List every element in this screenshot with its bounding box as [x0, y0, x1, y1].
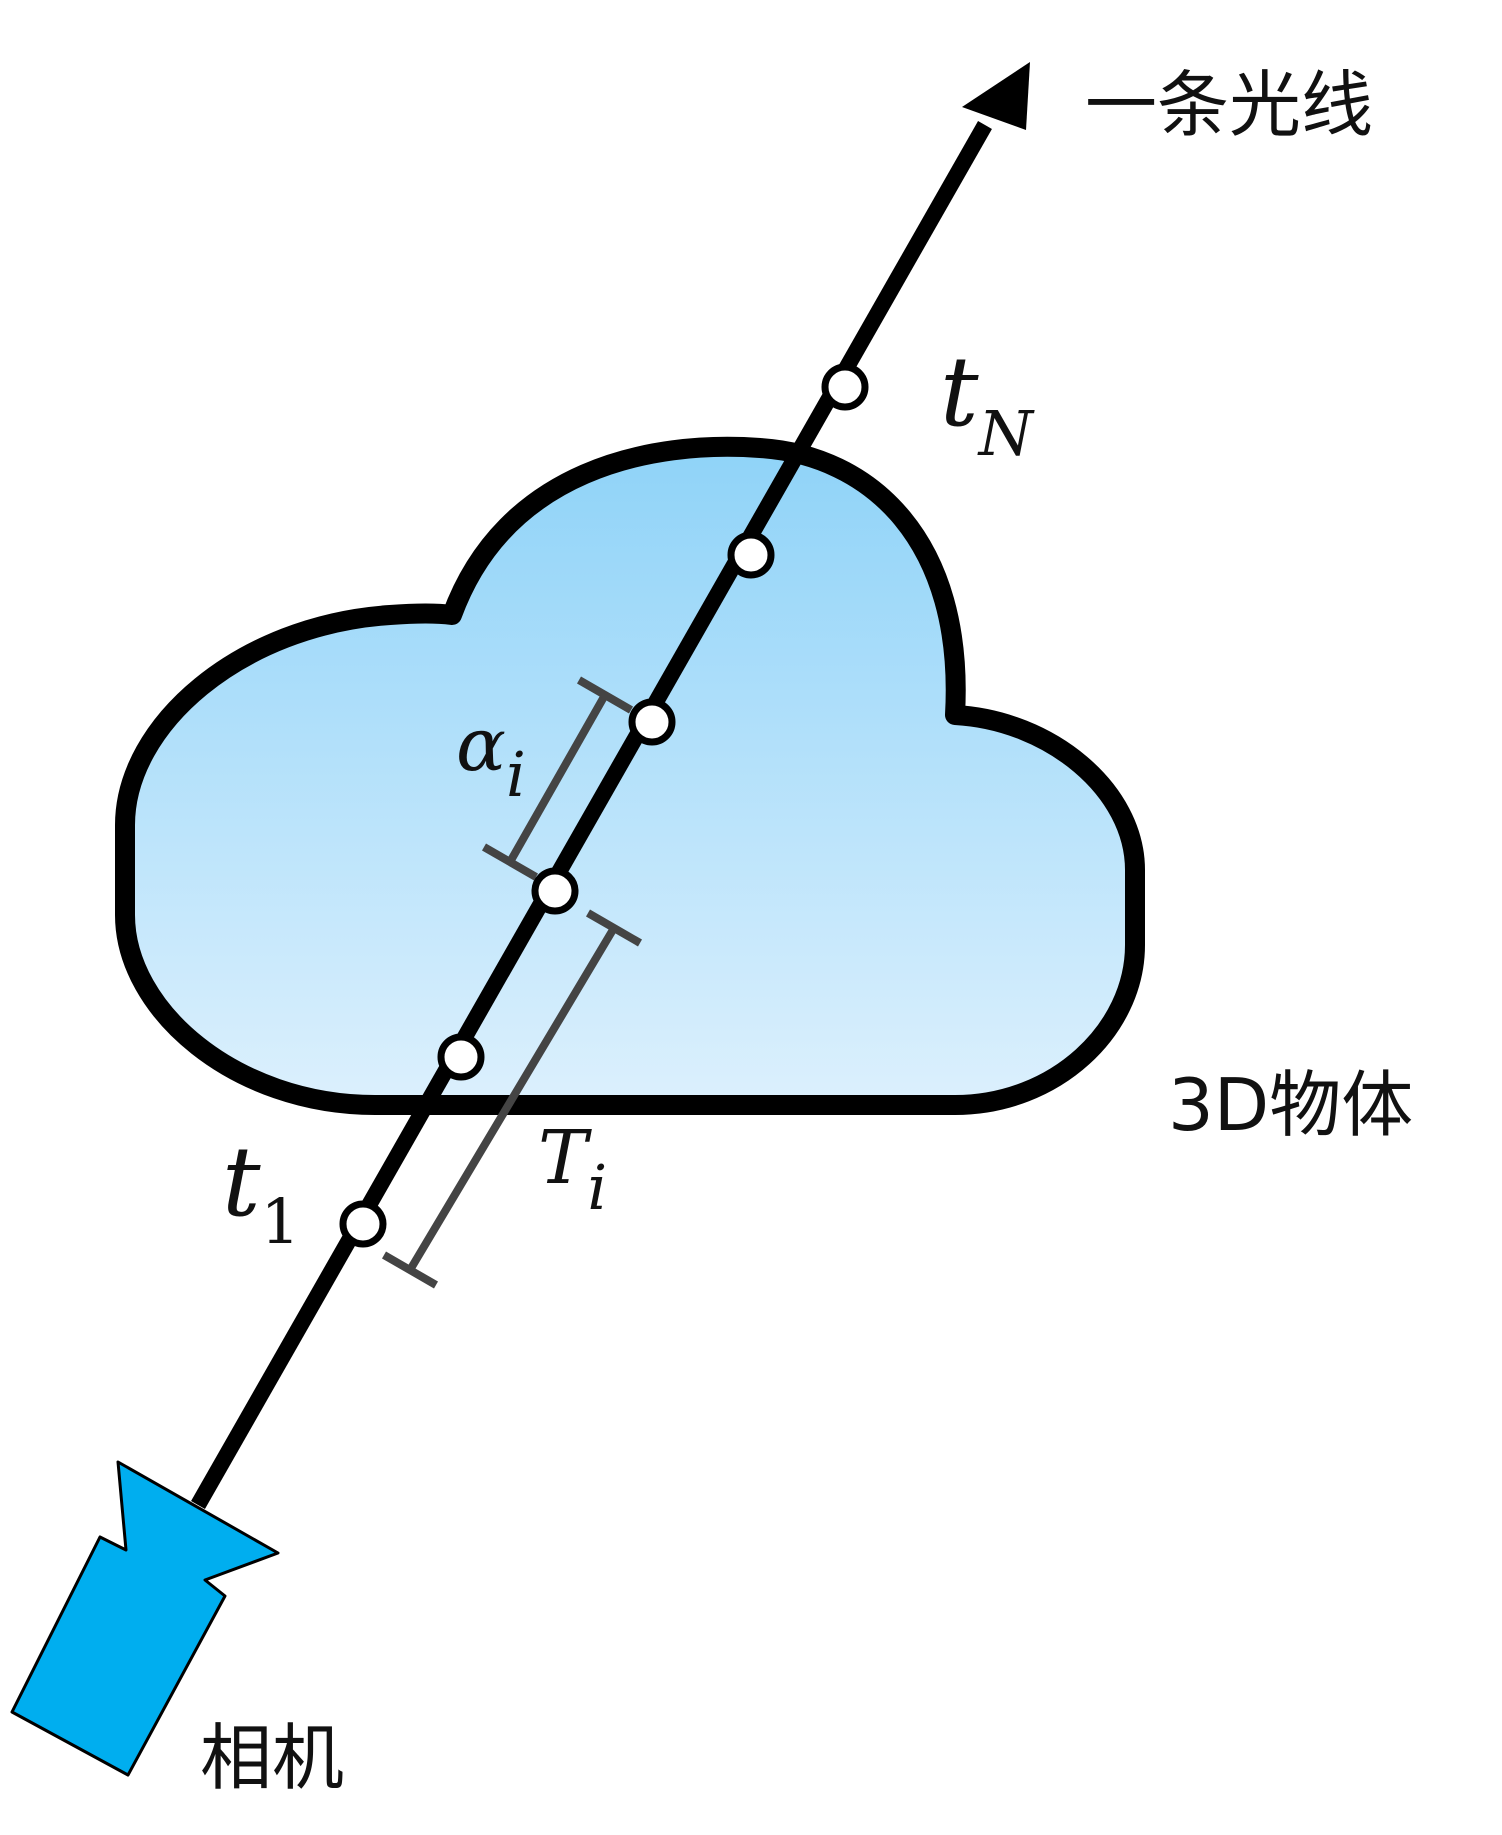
- cloud-object: [115, 436, 1145, 1115]
- ray-line: [191, 121, 992, 1509]
- ray-label: 一条光线: [1085, 63, 1373, 147]
- t-first-sub: 1: [261, 1185, 300, 1258]
- transmittance-base: T: [538, 1115, 592, 1201]
- t-first-label: t1: [222, 1126, 300, 1258]
- transmittance-label: Ti: [538, 1115, 607, 1224]
- sample-point-tN: [821, 363, 869, 411]
- alpha-sub: i: [506, 738, 526, 811]
- sample-points: [339, 363, 869, 1248]
- object-label: 3D物体: [1168, 1063, 1413, 1147]
- sample-point: [628, 698, 676, 746]
- ray-arrowhead: [962, 62, 1030, 130]
- alpha-base: α: [456, 702, 506, 788]
- t-last-sub: N: [977, 397, 1036, 470]
- alpha-bracket: [482, 676, 633, 881]
- sample-point-t1: [339, 1200, 387, 1248]
- sample-point: [727, 531, 775, 579]
- t-last-label: tN: [940, 336, 1036, 470]
- t-first-base: t: [222, 1126, 261, 1238]
- sample-point: [531, 867, 579, 915]
- sample-point: [437, 1033, 485, 1081]
- alpha-label: αi: [456, 702, 526, 811]
- camera-icon: [10, 1460, 280, 1777]
- transmittance-bracket: [382, 909, 642, 1289]
- t-last-base: t: [940, 336, 979, 448]
- transmittance-sub: i: [587, 1151, 607, 1224]
- camera-label: 相机: [200, 1716, 344, 1800]
